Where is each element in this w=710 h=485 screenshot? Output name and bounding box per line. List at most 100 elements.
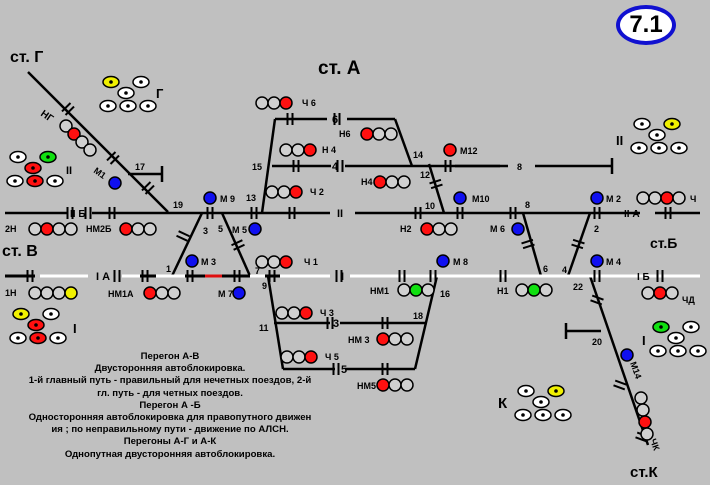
signal-ch1[interactable]	[255, 255, 293, 269]
signal-label-н4: Н 4	[322, 145, 336, 155]
signal-m8[interactable]	[436, 254, 450, 268]
signal-lamp	[119, 222, 133, 236]
shunt-lamp	[248, 222, 262, 236]
signal-m1[interactable]	[108, 176, 122, 190]
signal-label-ч5: Ч 5	[325, 352, 339, 362]
signal-nm3[interactable]	[376, 332, 414, 346]
track-crossover-5-7	[220, 212, 252, 277]
insulating-joint	[336, 159, 344, 173]
signal-lamp	[397, 283, 411, 297]
signal-lamp	[636, 191, 650, 205]
track-label-ii: II	[337, 208, 343, 220]
signal-lamp	[265, 185, 279, 199]
signal-lamp	[384, 127, 398, 141]
signal-2n[interactable]	[28, 222, 78, 236]
signal-m6[interactable]	[511, 222, 525, 236]
track-line-g	[27, 71, 169, 213]
signal-chd[interactable]	[641, 286, 679, 300]
signal-label-м10: М10	[472, 194, 490, 204]
signal-ch2[interactable]	[265, 185, 303, 199]
signal-label-м4: М 4	[606, 257, 621, 267]
signal-1n[interactable]	[28, 286, 78, 300]
signal-lamp	[279, 255, 293, 269]
signal-label-chk: ЧК	[648, 437, 662, 452]
track-label-3: 3	[333, 318, 339, 330]
signal-lamp	[131, 222, 145, 236]
signal-ch6[interactable]	[255, 96, 293, 110]
note-line: Двусторонняя автоблокировка.	[94, 363, 246, 375]
signal-lamp	[372, 127, 386, 141]
signal-lamp	[167, 286, 181, 300]
signal-n4[interactable]	[279, 143, 317, 157]
station-label-a: ст. А	[318, 58, 361, 79]
signal-chk[interactable]	[634, 391, 654, 441]
signal-m14[interactable]	[620, 348, 634, 362]
station-label-k: ст.К	[630, 464, 659, 481]
tracks	[5, 71, 700, 446]
signal-label-м8: М 8	[453, 257, 468, 267]
signal-label-м2: М 2	[606, 194, 621, 204]
switch-number: 15	[252, 162, 262, 172]
signal-label-ч: Ч	[690, 194, 696, 204]
switch-number: 8	[525, 200, 530, 210]
note-line: Перегоны А-Г и А-К	[123, 436, 217, 448]
notes-block: Перегон А-В Двусторонняя автоблокировка.…	[0, 351, 340, 461]
switch-number: 22	[573, 282, 583, 292]
signal-lamp	[376, 378, 390, 392]
figure-number-badge: 7.1	[616, 5, 676, 45]
signal-lamp	[660, 191, 674, 205]
track-6-exit	[393, 118, 414, 167]
insulating-joint	[140, 180, 156, 196]
signal-n4b[interactable]	[373, 175, 411, 189]
signal-lamp	[267, 255, 281, 269]
signal-label-ng: НГ	[38, 108, 55, 125]
signal-lamp	[59, 119, 73, 133]
track-label-17: 17	[135, 162, 145, 172]
signal-n2[interactable]	[420, 222, 458, 236]
signal-label-нм3: НМ 3	[348, 335, 370, 345]
signal-m7[interactable]	[232, 286, 246, 300]
signal-lamp	[143, 286, 157, 300]
switch-number: 3	[203, 226, 208, 236]
signal-m10[interactable]	[453, 191, 467, 205]
signal-lamp	[653, 286, 667, 300]
signal-nm5[interactable]	[376, 378, 414, 392]
signal-lamp	[28, 222, 42, 236]
signal-ch[interactable]	[636, 191, 686, 205]
signal-lamp	[279, 143, 293, 157]
switch-number: 19	[173, 200, 183, 210]
signal-lamp	[634, 391, 648, 405]
panel-label-k: К	[498, 395, 508, 412]
signal-lamp	[376, 332, 390, 346]
signal-label-н4b: Н4	[361, 177, 373, 187]
switch-number: 2	[594, 224, 599, 234]
track-label-5: 5	[341, 364, 347, 376]
signal-nm1a[interactable]	[143, 286, 181, 300]
signal-n1[interactable]	[515, 283, 553, 297]
signal-nm2b[interactable]	[119, 222, 157, 236]
signal-ch3[interactable]	[275, 306, 313, 320]
signal-m2[interactable]	[590, 191, 604, 205]
signal-m9[interactable]	[203, 191, 217, 205]
signal-m12[interactable]	[443, 143, 457, 157]
signal-m5[interactable]	[248, 222, 262, 236]
signal-ch5[interactable]	[280, 350, 318, 364]
signal-m4[interactable]	[590, 254, 604, 268]
station-label-v: ст. В	[2, 243, 38, 260]
signal-m3[interactable]	[185, 254, 199, 268]
track-label-ib: I Б	[637, 272, 650, 283]
switch-number: 4	[562, 265, 567, 275]
signal-ng[interactable]	[59, 119, 97, 157]
signal-label-ч3: Ч 3	[320, 308, 334, 318]
switch-number: 18	[413, 311, 423, 321]
signal-lamp	[299, 306, 313, 320]
track-12	[427, 163, 446, 214]
signal-nm1[interactable]	[397, 283, 435, 297]
signal-n6[interactable]	[360, 127, 398, 141]
signal-lamp	[40, 222, 54, 236]
switch-number: 7	[255, 266, 260, 276]
track-label-20: 20	[592, 337, 602, 347]
signal-label-м5: М 5	[232, 225, 247, 235]
signal-label-m1: М1	[92, 165, 108, 180]
signal-label-чд: ЧД	[682, 295, 695, 305]
